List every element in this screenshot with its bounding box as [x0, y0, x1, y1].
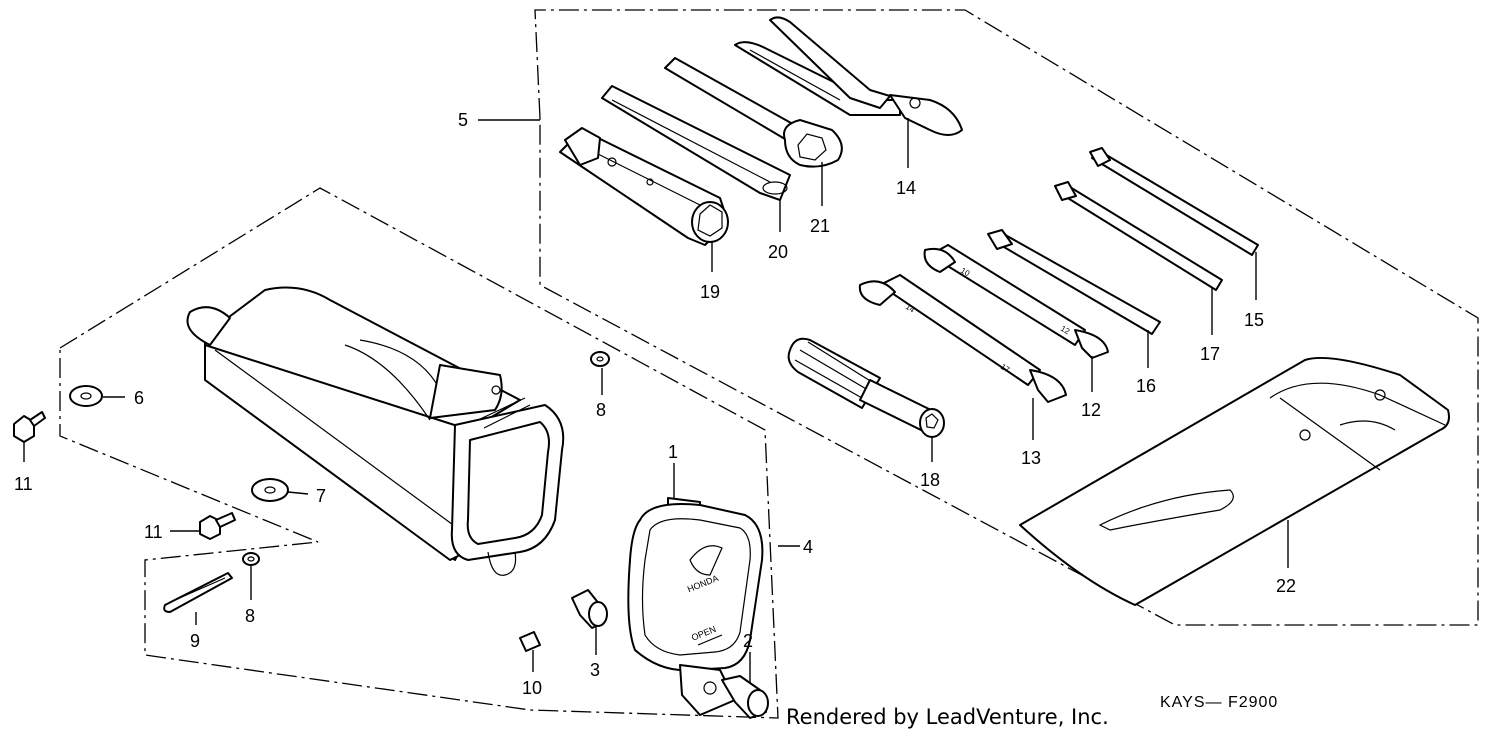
- callout-11-upper: 11: [14, 474, 33, 494]
- callout-18: 18: [920, 470, 940, 490]
- tool-box-boundary: [59, 187, 779, 719]
- nut-8-lower: [242, 552, 260, 566]
- screwdriver-15: [1089, 147, 1259, 256]
- screwdriver-17: [1054, 181, 1223, 291]
- pin-10: [519, 631, 541, 652]
- callout-19: 19: [700, 282, 720, 302]
- spanner-21: [664, 57, 843, 168]
- washer-7: [251, 478, 289, 502]
- screwdriver-16: [987, 229, 1161, 335]
- leader-lines: [23, 118, 1289, 682]
- grommet-2: [721, 675, 769, 719]
- callout-8-upper: 8: [596, 400, 606, 420]
- callout-22: 22: [1276, 576, 1296, 596]
- callout-6: 6: [134, 388, 144, 408]
- tool-bag-22: [1019, 356, 1450, 606]
- drawing-code: KAYS— F2900: [1160, 694, 1278, 711]
- callout-14: 14: [896, 178, 916, 198]
- grommet-3: [571, 589, 608, 629]
- credit-text: Rendered by LeadVenture, Inc.: [786, 705, 1109, 729]
- callout-12: 12: [1081, 400, 1101, 420]
- tool-box-cover: HONDA OPEN: [627, 497, 764, 716]
- callout-8-lower: 8: [245, 606, 255, 626]
- callout-11-lower: 11: [144, 522, 163, 542]
- box-wrench-19: [559, 127, 729, 246]
- tool-kit-boundary: [534, 9, 1479, 626]
- callout-2: 2: [743, 631, 753, 651]
- washer-6: [69, 385, 103, 407]
- callout-13: 13: [1021, 448, 1041, 468]
- callout-15: 15: [1244, 310, 1264, 330]
- callout-10: 10: [522, 678, 542, 698]
- callout-7: 7: [316, 486, 326, 506]
- handle-20: [601, 85, 791, 201]
- bolt-11-upper: [13, 411, 46, 443]
- callout-20: 20: [768, 242, 788, 262]
- cotter-pin-9: [163, 572, 233, 613]
- callout-16: 16: [1136, 376, 1156, 396]
- callout-3: 3: [590, 660, 600, 680]
- callout-21: 21: [810, 216, 830, 236]
- tool-box-case: [186, 286, 565, 576]
- callout-4: 4: [803, 537, 813, 557]
- callout-5: 5: [458, 110, 468, 130]
- bolt-11-lower: [199, 512, 236, 540]
- nut-8-upper: [590, 351, 610, 367]
- callout-labels: 1 2 3 4 5 6 7 8 8 9 10 11 11 12 13 14 15…: [14, 110, 1296, 698]
- callout-1: 1: [668, 442, 678, 462]
- screwdriver-handle-18: [787, 337, 945, 438]
- wrench-12: 10 12: [923, 244, 1109, 359]
- callout-9: 9: [190, 631, 200, 651]
- pliers-14: [734, 16, 963, 136]
- wrench-13: 14 17: [858, 274, 1067, 403]
- callout-17: 17: [1200, 344, 1220, 364]
